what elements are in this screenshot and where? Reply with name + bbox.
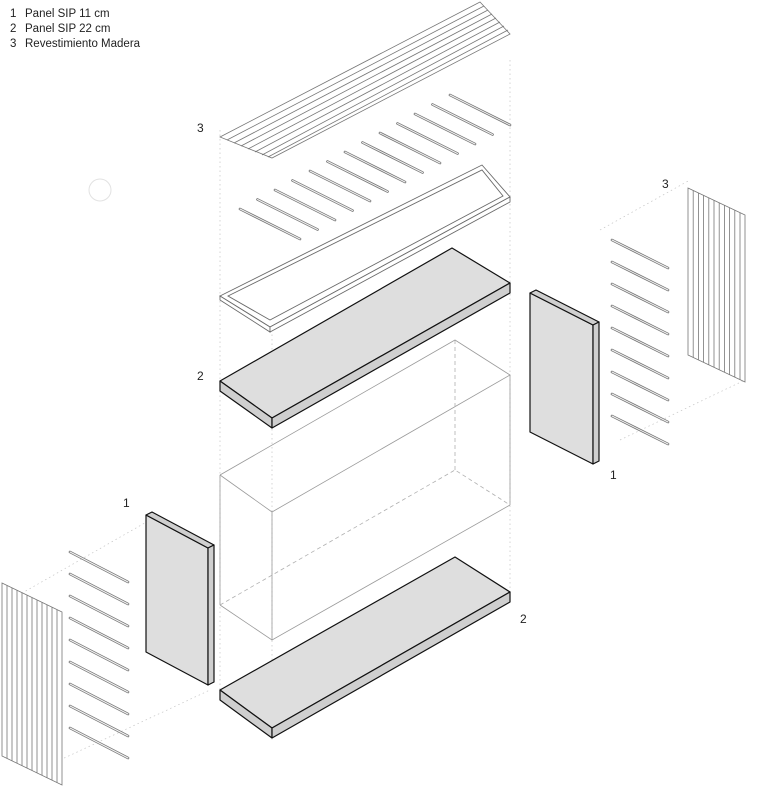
batten-highlight: [239, 208, 301, 240]
legend-number: 3: [10, 38, 17, 50]
batten-highlight: [611, 371, 669, 401]
right-wall-battens: [610, 238, 670, 446]
batten-highlight: [309, 170, 371, 202]
batten-highlight: [611, 393, 669, 423]
callout-left-wall-panel: 1: [123, 496, 130, 510]
legend-number: 1: [10, 8, 17, 20]
batten-highlight: [611, 327, 669, 357]
left-wall-battens: [68, 550, 130, 760]
batten-highlight: [611, 415, 669, 445]
batten-highlight: [69, 595, 129, 627]
batten-highlight: [257, 199, 318, 230]
ghost-volume: [219, 339, 511, 641]
batten-highlight: [69, 573, 129, 605]
roof-cladding-boards: [219, 1, 511, 159]
legend-row: 3 Revestimiento Madera: [10, 37, 140, 52]
legend-label: Panel SIP 22 cm: [25, 23, 111, 35]
left-wall-cladding: [1, 582, 63, 786]
roof-slab: [219, 164, 511, 333]
batten-highlight: [397, 123, 458, 154]
right-wall-cladding: [687, 187, 746, 383]
batten-highlight: [69, 639, 129, 671]
batten-highlight: [611, 283, 669, 313]
legend-row: 1 Panel SIP 11 cm: [10, 7, 140, 22]
callout-right-cladding: 3: [662, 177, 669, 191]
bottom-sip-panel: [219, 556, 511, 739]
callout-roof-cladding: 3: [197, 121, 204, 135]
legend-label: Panel SIP 11 cm: [25, 8, 110, 20]
left-sip-panel: [145, 511, 215, 686]
batten-highlight: [327, 161, 388, 192]
legend-number: 2: [10, 23, 17, 35]
batten-highlight: [69, 683, 129, 715]
top-sip-panel: [219, 247, 511, 429]
legend: 1 Panel SIP 11 cm 2 Panel SIP 22 cm 3 Reves…: [10, 7, 140, 52]
batten-highlight: [379, 132, 441, 164]
batten-highlight: [69, 551, 129, 583]
batten-highlight: [611, 305, 669, 335]
batten-highlight: [274, 189, 336, 221]
batten-highlight: [611, 261, 669, 291]
batten-highlight: [432, 104, 493, 135]
callout-top-panel: 2: [197, 369, 204, 383]
legend-row: 2 Panel SIP 22 cm: [10, 22, 140, 37]
batten-highlight: [69, 727, 129, 759]
batten-highlight: [69, 661, 129, 693]
batten-highlight: [69, 617, 129, 649]
batten-highlight: [344, 151, 406, 183]
batten-highlight: [414, 113, 476, 145]
reference-circle: [88, 178, 112, 202]
callout-bottom-panel: 2: [520, 612, 527, 626]
callout-right-wall-panel: 1: [610, 468, 617, 482]
batten-highlight: [69, 705, 129, 737]
batten-highlight: [611, 349, 669, 379]
legend-label: Revestimiento Madera: [25, 38, 141, 50]
roof-battens: [238, 93, 512, 241]
batten-highlight: [611, 239, 669, 269]
batten-highlight: [449, 94, 511, 126]
batten-highlight: [292, 180, 353, 211]
batten-highlight: [362, 142, 423, 173]
right-sip-panel: [529, 289, 600, 465]
